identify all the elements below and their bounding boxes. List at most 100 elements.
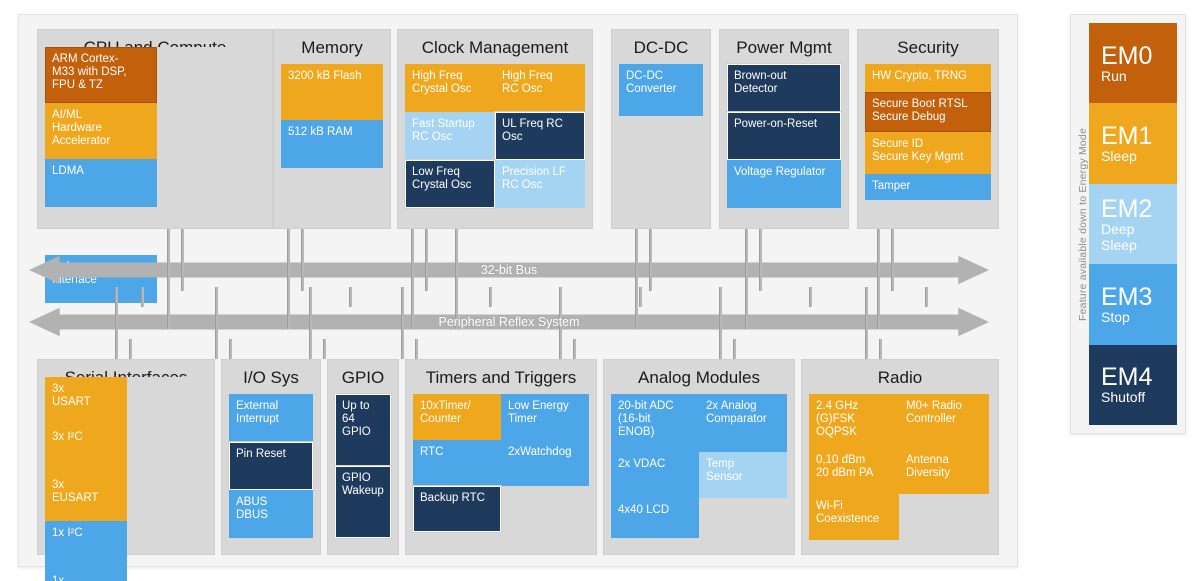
bus-connector-stem (181, 229, 184, 291)
feature-block[interactable]: High Freq RC Osc (495, 64, 585, 112)
feature-block[interactable]: Tamper (865, 174, 991, 200)
bus-peripheral-reflex: Peripheral Reflex System (29, 305, 989, 339)
bus-connector-stem (877, 229, 880, 329)
feature-block[interactable]: 1x I²C (45, 521, 127, 569)
feature-block[interactable]: External Interrupt (229, 394, 313, 442)
feature-block[interactable]: 10xTimer/ Counter (413, 394, 501, 440)
panel-title: DC-DC (633, 38, 689, 57)
feature-block[interactable]: Secure Boot RTSL Secure Debug (865, 92, 991, 132)
feature-block[interactable]: 20-bit ADC (16-bit ENOB) (611, 394, 699, 452)
bus-connector-stem (229, 339, 232, 359)
feature-block[interactable]: High Freq Crystal Osc (405, 64, 495, 112)
panel-title: Serial Interfaces (38, 360, 214, 377)
feature-block[interactable]: 512 kB RAM (281, 120, 383, 168)
panel-title: CPU and Compute (38, 30, 272, 47)
panel-title: Security (897, 38, 959, 57)
feature-block[interactable]: HW Crypto, TRNG (865, 64, 991, 92)
bus-connector-stem (323, 339, 326, 359)
feature-block[interactable]: Power-on-Reset (726, 111, 842, 161)
feature-block[interactable]: 3x I²C (45, 425, 127, 473)
bus-connector-stem (349, 287, 352, 307)
feature-block[interactable]: M0+ Radio Controller (899, 394, 989, 448)
block-spacer (501, 486, 589, 532)
feature-block[interactable]: Secure ID Secure Key Mgmt (865, 132, 991, 174)
panel-title: Clock Management (421, 38, 569, 57)
chip-frame: CPU and ComputeARM Cortex- M33 with DSP,… (18, 14, 1018, 581)
legend-mode-name: Shutoff (1101, 389, 1146, 406)
feature-block[interactable]: Backup RTC (412, 485, 502, 533)
legend-mode-name: Stop (1101, 309, 1130, 326)
legend-mode-name: Deep Sleep (1101, 220, 1137, 253)
bus-label: Peripheral Reflex System (438, 315, 580, 329)
feature-block[interactable]: 3200 kB Flash (281, 64, 383, 120)
feature-block[interactable]: ARM Cortex- M33 with DSP, FPU & TZ (45, 47, 157, 103)
bus-32bit: 32-bit Bus (29, 253, 989, 287)
feature-block[interactable]: AI/ML Hardware Accelerator (45, 103, 157, 159)
feature-block[interactable]: ABUS DBUS (229, 490, 313, 538)
feature-block[interactable]: Brown-out Detector (726, 63, 842, 113)
bus-connector-stem (455, 229, 458, 329)
feature-block[interactable]: Precision LF RC Osc (495, 160, 585, 208)
feature-block[interactable]: Fast Startup RC Osc (405, 112, 495, 160)
feature-block[interactable]: 1x EUSART (45, 569, 127, 581)
bus-connector-stem (635, 229, 638, 329)
feature-block[interactable]: 2.4 GHz (G)FSK OQPSK (809, 394, 899, 448)
feature-block[interactable]: Low Energy Timer (501, 394, 589, 440)
bus-connector-stem (425, 229, 428, 291)
feature-block[interactable]: Voltage Regulator (727, 160, 841, 208)
legend-mode-name: Sleep (1101, 148, 1137, 165)
legend-mode-code: EM1 (1101, 122, 1153, 151)
legend-mode-code: EM4 (1101, 363, 1153, 392)
feature-block[interactable]: 2x VDAC (611, 452, 699, 498)
bus-connector-stem (115, 287, 118, 359)
bus-label: 32-bit Bus (480, 263, 538, 277)
feature-block[interactable]: LDMA (45, 159, 157, 207)
feature-block[interactable]: 3x EUSART (45, 473, 127, 521)
feature-block[interactable]: 2x Analog Comparator (699, 394, 787, 452)
feature-block[interactable]: Up to 64 GPIO (334, 393, 392, 467)
feature-block[interactable]: 0,10 dBm 20 dBm PA (809, 448, 899, 494)
bus-connector-stem (559, 287, 562, 359)
bus-connector-stem (639, 287, 642, 307)
feature-block[interactable]: GPIO Wakeup (334, 465, 392, 539)
panel-title: Power Mgmt (736, 38, 832, 57)
bus-connector-stem (287, 229, 290, 329)
panel-body: 20-bit ADC (16-bit ENOB)2x Analog Compar… (604, 394, 794, 554)
feature-block[interactable]: 3x USART (45, 377, 127, 425)
bus-connector-stem (759, 229, 762, 291)
bus-connector-stem (719, 287, 722, 359)
feature-block[interactable]: 2xWatchdog (501, 440, 589, 486)
feature-block[interactable]: Wi-Fi Coexistence (809, 494, 899, 540)
feature-block[interactable]: Temp Sensor (699, 452, 787, 498)
feature-block[interactable]: Pin Reset (228, 441, 314, 491)
feature-block[interactable]: 4x40 LCD (611, 498, 699, 538)
feature-block[interactable]: Low Freq Crystal Osc (404, 159, 496, 209)
feature-block[interactable]: DC-DC Converter (619, 64, 703, 116)
feature-block[interactable]: RTC (413, 440, 501, 486)
feature-block[interactable]: UL Freq RC Osc (494, 111, 586, 161)
bus-connector-stem (925, 287, 928, 307)
legend-mode-code: EM0 (1101, 41, 1153, 70)
feature-block[interactable]: Antenna Diversity (899, 448, 989, 494)
